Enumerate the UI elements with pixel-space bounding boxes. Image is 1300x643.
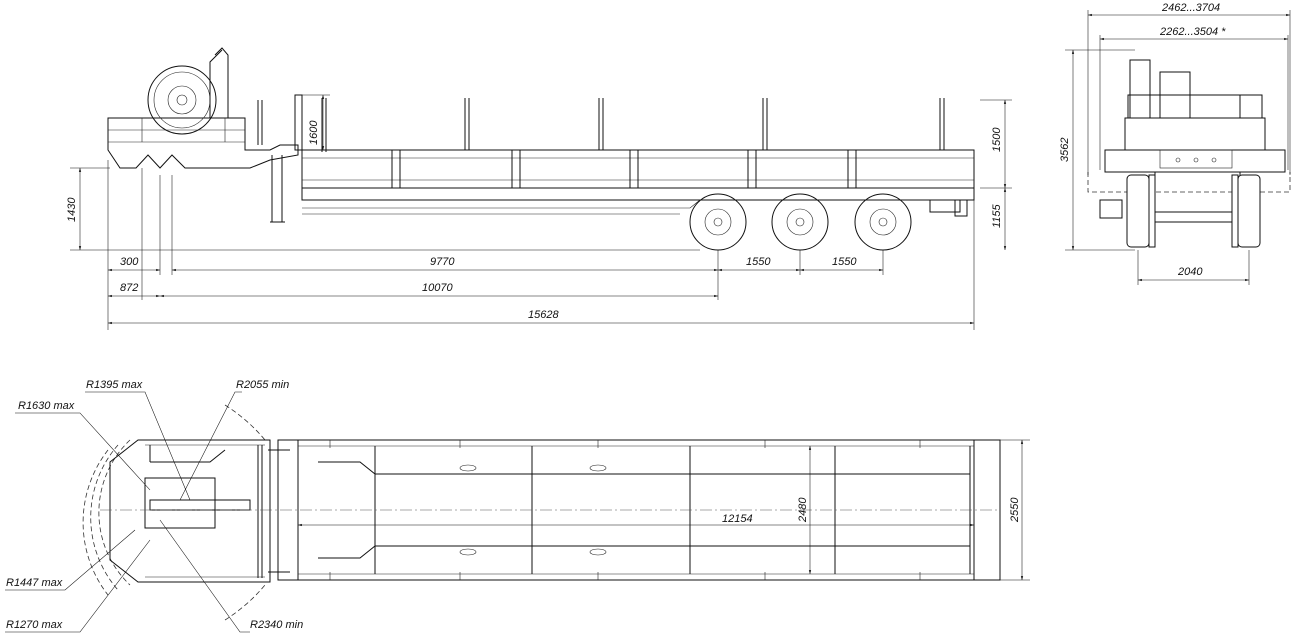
dim-r2340: R2340 min — [250, 619, 303, 631]
dim-platform-height: 1155 — [991, 203, 1003, 228]
spare-wheel — [147, 47, 229, 135]
dim-rear-track-width: 2040 — [1177, 266, 1203, 278]
rear-dimensions — [1065, 10, 1291, 285]
side-view: 300 9770 1550 1550 872 10070 15628 1430 … — [66, 47, 1012, 330]
turning-radii — [82, 404, 266, 621]
side-wheels — [689, 193, 912, 251]
dim-r1395: R1395 max — [86, 379, 143, 391]
dim-axle-spacing-1: 1550 — [746, 256, 771, 268]
dim-deck-to-axle1: 9770 — [430, 256, 455, 268]
dim-kingpin-to-axle1: 10070 — [422, 282, 453, 294]
dim-rear-extended-width: 2262...3504 * — [1159, 26, 1226, 38]
dim-r1447: R1447 max — [6, 577, 63, 589]
dim-axle-spacing-2: 1550 — [832, 256, 857, 268]
top-view: R1395 max R2055 min R1630 max R1447 max … — [5, 379, 1030, 633]
dim-overall-width: 2550 — [1009, 497, 1021, 523]
dim-overall-length: 15628 — [528, 309, 559, 321]
side-dimensions — [70, 94, 1012, 330]
rear-wheels — [1126, 174, 1261, 248]
dim-r1270: R1270 max — [6, 619, 63, 631]
dim-kingpin-offset: 872 — [120, 282, 138, 294]
dim-inner-width: 2480 — [797, 497, 809, 523]
dim-r2055: R2055 min — [236, 379, 289, 391]
dim-front-overhang: 300 — [120, 256, 139, 268]
dim-rear-overall-height: 3562 — [1059, 138, 1071, 162]
side-boards — [301, 149, 975, 189]
radius-leaders — [5, 391, 250, 633]
dim-front-board-height: 1600 — [308, 120, 320, 145]
top-dimensions — [298, 439, 1030, 581]
dim-platform-length: 12154 — [722, 513, 753, 525]
dim-coupling-height: 1430 — [66, 197, 78, 222]
dim-side-height: 1500 — [991, 127, 1003, 152]
stakes — [321, 98, 945, 152]
dim-r1630: R1630 max — [18, 400, 75, 412]
rear-view: 2462...3704 2262...3504 * 3562 2040 — [1059, 2, 1291, 285]
dim-rear-overall-width: 2462...3704 — [1161, 2, 1220, 14]
